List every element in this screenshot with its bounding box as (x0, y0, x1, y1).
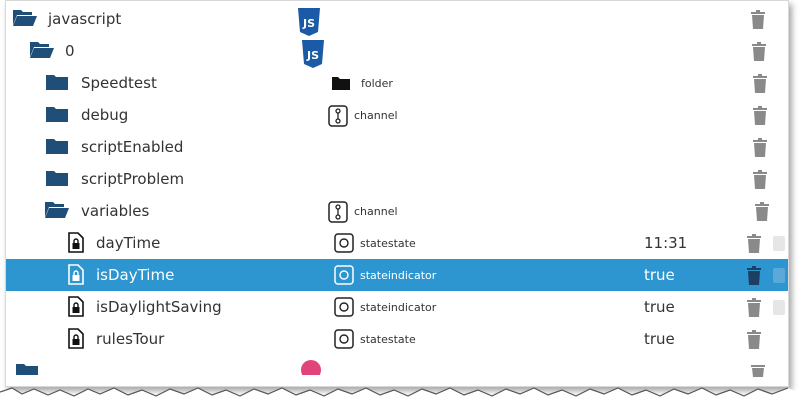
state-value: true (644, 298, 675, 316)
delete-icon[interactable] (751, 42, 767, 61)
folder-icon[interactable] (45, 104, 69, 124)
tree-row-debug[interactable]: debug channel (6, 99, 788, 131)
state-icon (334, 329, 354, 349)
tree-row-name: rulesTour (96, 330, 165, 348)
state-icon (334, 297, 354, 317)
delete-icon[interactable] (754, 202, 770, 221)
delete-icon[interactable] (746, 330, 762, 349)
js-badge-text: JS (302, 17, 315, 30)
channel-icon (328, 105, 348, 127)
type-label: channel (354, 205, 398, 218)
tree-row-rulestour[interactable]: rulesTour statestate true (6, 323, 788, 355)
tree-row-name: javascript (48, 10, 122, 28)
delete-icon[interactable] (752, 138, 768, 157)
tree-row-name: variables (81, 202, 150, 220)
tree-row-daytime[interactable]: dayTime statestate 11:31 (6, 227, 788, 259)
state-file-icon[interactable] (68, 328, 84, 349)
tree-row-speedtest[interactable]: Speedtest folder (6, 67, 788, 99)
javascript-icon: JS (298, 8, 320, 36)
delete-icon[interactable] (752, 106, 768, 125)
folder-icon (332, 77, 350, 90)
tree-row-name: isDayTime (96, 266, 175, 284)
delete-icon[interactable] (746, 234, 762, 253)
type-label: channel (354, 109, 398, 122)
state-value: true (644, 266, 675, 284)
delete-icon[interactable] (752, 74, 768, 93)
delete-icon[interactable] (750, 10, 766, 29)
folder-icon[interactable] (45, 168, 69, 188)
edit-icon[interactable] (772, 299, 786, 316)
tree-row-name: isDaylightSaving (96, 298, 222, 316)
tree-row-scriptenabled[interactable]: scriptEnabled (6, 131, 788, 163)
tree-row-isdaytime[interactable]: isDayTime stateindicator true (6, 259, 788, 291)
tree-row-name: dayTime (96, 234, 161, 252)
state-value: 11:31 (644, 234, 688, 252)
folder-open-icon[interactable] (29, 40, 55, 60)
type-label: statestate (360, 333, 416, 346)
type-label: statestate (360, 237, 416, 250)
object-tree-panel: javascript JS 0 JS Speedtest (5, 0, 789, 387)
state-icon (334, 265, 354, 285)
type-label: stateindicator (360, 269, 437, 282)
folder-open-icon[interactable] (12, 8, 38, 28)
state-value: true (644, 330, 675, 348)
tree-row-0[interactable]: 0 JS (6, 35, 788, 68)
tree-row-isdaylightsaving[interactable]: isDaylightSaving stateindicator true (6, 291, 788, 323)
tree-row-scriptproblem[interactable]: scriptProblem (6, 163, 788, 195)
edit-icon[interactable] (772, 267, 786, 284)
state-file-icon[interactable] (68, 232, 84, 253)
channel-icon (328, 201, 348, 223)
state-file-icon[interactable] (68, 296, 84, 317)
folder-icon (16, 364, 38, 375)
tree-row-name: Speedtest (81, 74, 157, 92)
tree-row-name: 0 (65, 42, 75, 60)
delete-icon[interactable] (752, 170, 768, 189)
tree-row-javascript[interactable]: javascript JS (6, 3, 788, 36)
javascript-icon: JS (302, 40, 324, 68)
tree-row-name: debug (81, 106, 129, 124)
tree-row-name: scriptEnabled (81, 138, 184, 156)
folder-icon[interactable] (45, 136, 69, 156)
delete-icon[interactable] (750, 363, 766, 377)
tree-row-variables[interactable]: variables channel (6, 195, 788, 227)
type-label: folder (361, 77, 393, 90)
edit-icon[interactable] (772, 235, 786, 252)
state-file-icon[interactable] (68, 264, 84, 285)
state-icon (334, 233, 354, 253)
delete-icon[interactable] (746, 298, 762, 317)
js-badge-text: JS (306, 49, 319, 62)
adapter-icon (301, 360, 321, 375)
delete-icon[interactable] (746, 266, 762, 285)
tree-row-name: scriptProblem (81, 170, 185, 188)
type-label: stateindicator (360, 301, 437, 314)
folder-open-icon[interactable] (44, 200, 70, 220)
torn-edge-decoration (0, 384, 811, 405)
folder-icon[interactable] (45, 72, 69, 92)
